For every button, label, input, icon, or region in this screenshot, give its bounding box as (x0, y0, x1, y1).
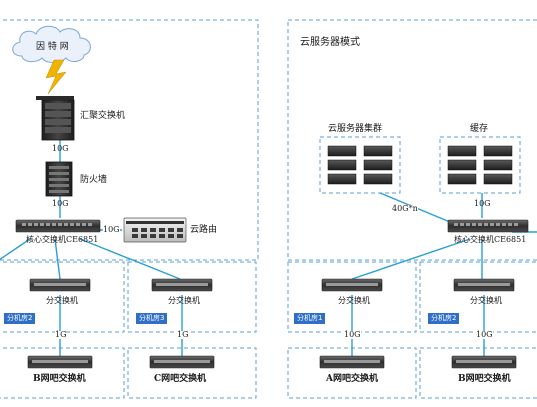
cluster-link-label: 40G*n (392, 204, 418, 213)
link-core-right-a (351, 238, 471, 280)
left-link-1g-a-label: 1G (55, 330, 67, 339)
left-branch-box-b (127, 261, 257, 333)
left-core-switch-label: 核心交换机CE6851 (26, 235, 99, 244)
left-cafe-box-a (0, 347, 125, 399)
link-core-branch-a (54, 238, 61, 280)
router-link-label: 10G (103, 225, 120, 234)
right-section-title: 云服务器模式 (300, 37, 360, 48)
firewall-icon (45, 161, 73, 197)
right-cafe-switch-a-icon (319, 355, 385, 369)
right-branch-switch-a-icon (321, 278, 383, 292)
right-branch-switch-a-label: 分交换机 (338, 296, 370, 305)
left-branch-switch-a-icon (29, 278, 91, 292)
right-cafe-switch-a-label: A网吧交换机 (326, 374, 378, 384)
cache-label: 缓存 (470, 124, 489, 134)
right-branch-switch-b-icon (453, 278, 515, 292)
right-cafe-box-b (419, 347, 537, 399)
firewall-label: 防火墙 (80, 175, 108, 185)
link-10g-lower-label: 10G (52, 199, 69, 208)
cloud-router-icon (123, 217, 187, 243)
region-borders (0, 19, 537, 399)
cache-server-icon (447, 145, 513, 185)
aggregation-switch-icon (36, 96, 75, 141)
left-cafe-box-b (127, 347, 257, 399)
left-branch-switch-b-icon (151, 278, 213, 292)
left-link-1g-b-label: 1G (177, 330, 189, 339)
internet-cloud-icon (12, 25, 91, 63)
lightning-icon (45, 59, 67, 95)
right-cafe-switch-b-icon (451, 355, 517, 369)
cache-box (439, 136, 521, 194)
link-core-left-edge (0, 238, 31, 261)
left-room-tag-a: 分机房2 (4, 313, 36, 324)
left-cafe-switch-b-label: C网吧交换机 (154, 374, 207, 384)
right-link-a-label: 10G (344, 330, 361, 339)
aggregation-switch-label: 汇聚交换机 (80, 111, 126, 121)
server-cluster-icon (327, 145, 393, 185)
left-region-border (0, 19, 259, 261)
right-cafe-switch-b-label: B网吧交换机 (458, 374, 511, 384)
right-room-tag-b: 分机房2 (428, 313, 460, 324)
right-room-tag-a: 分机房1 (294, 313, 326, 324)
right-region-border (287, 19, 537, 261)
right-core-switch-label: 核心交换机CE6851 (454, 235, 527, 244)
left-branch-switch-a-label: 分交换机 (46, 296, 78, 305)
link-10g-upper-label: 10G (52, 144, 69, 153)
left-cafe-switch-b-icon (149, 355, 215, 369)
right-links (351, 192, 537, 356)
cache-link-label: 10G (474, 199, 491, 208)
left-cafe-switch-a-label: B网吧交换机 (33, 374, 86, 384)
left-branch-switch-b-label: 分交换机 (168, 296, 200, 305)
left-core-switch-icon (15, 219, 101, 233)
left-room-tag-b: 分机房3 (136, 313, 168, 324)
right-core-switch-icon (447, 219, 529, 233)
internet-label: 因 特 网 (36, 42, 69, 52)
left-cafe-switch-a-icon (27, 355, 93, 369)
right-link-b-label: 10G (476, 330, 493, 339)
cloud-router-label: 云路由 (190, 225, 218, 235)
cluster-box (319, 136, 401, 194)
link-core-branch-b (79, 238, 181, 280)
server-cluster-label: 云服务器集群 (328, 124, 383, 134)
right-branch-switch-b-label: 分交换机 (470, 296, 502, 305)
